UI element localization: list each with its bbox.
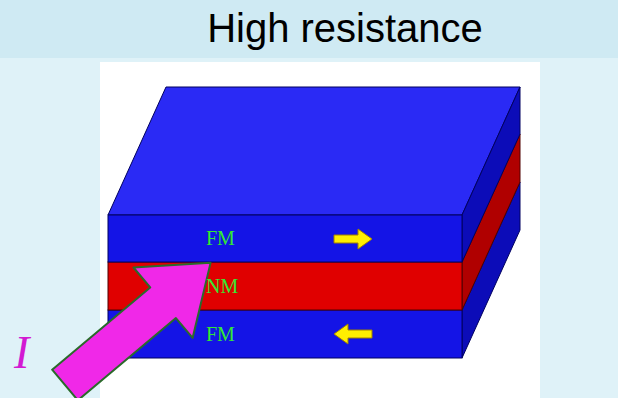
fm-top <box>108 87 520 215</box>
layer-label: NM <box>206 275 238 298</box>
layer-slab: FM <box>108 215 462 262</box>
image-ground <box>100 62 540 398</box>
fm-side <box>462 87 520 262</box>
magnetization-arrow <box>334 229 372 249</box>
title-band <box>0 0 618 58</box>
title: High resistance <box>0 6 618 51</box>
layer-slab: FM <box>108 310 462 358</box>
current-arrow <box>35 228 240 398</box>
magnetization-arrow <box>334 324 372 344</box>
fm-front <box>108 215 462 262</box>
layer-slab: NM <box>108 262 462 310</box>
layer-label: FM <box>206 227 235 250</box>
layer-label: FM <box>206 323 235 346</box>
current-label: I <box>14 326 29 379</box>
